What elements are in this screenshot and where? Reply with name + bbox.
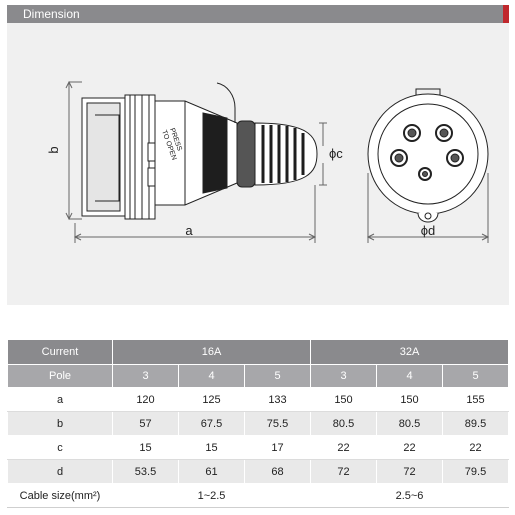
table-row: d 53.5 61 68 72 72 79.5: [7, 459, 509, 484]
table-cell: 150: [310, 387, 377, 412]
cable-size-label: Cable size(mm²): [7, 483, 113, 508]
row-label: a: [7, 387, 113, 412]
table-cell: 80.5: [376, 411, 443, 436]
table-cell: 53.5: [112, 459, 179, 484]
table-cell: 15: [112, 435, 179, 460]
row-label: c: [7, 435, 113, 460]
table-cell: 75.5: [244, 411, 311, 436]
table-cell: 79.5: [442, 459, 509, 484]
table-cell: 125: [178, 387, 245, 412]
label-b: b: [46, 146, 61, 153]
pole-cell: 4: [178, 364, 245, 388]
table-row: a 120 125 133 150 150 155: [7, 387, 509, 412]
cable-size-16a: 1~2.5: [112, 483, 311, 508]
dimension-drawing-panel: b a ϕc ϕd PRESS TO OPEN: [7, 23, 509, 305]
pole-row: Pole 3 4 5 3 4 5: [7, 364, 509, 388]
table-row: c 15 15 17 22 22 22: [7, 435, 509, 460]
table-cell: 68: [244, 459, 311, 484]
socket-key-top: [415, 88, 441, 95]
table-cell: 67.5: [178, 411, 245, 436]
table-cell: 17: [244, 435, 311, 460]
current-header: Current: [7, 339, 113, 365]
header-accent: [503, 5, 509, 23]
table-cell: 80.5: [310, 411, 377, 436]
table-cell: 61: [178, 459, 245, 484]
label-d: ϕd: [421, 223, 436, 238]
socket-face-inner: [377, 103, 479, 205]
pole-header: Pole: [7, 364, 113, 388]
pole-cell: 4: [376, 364, 443, 388]
table-cell: 72: [310, 459, 377, 484]
cable-size-32a: 2.5~6: [310, 483, 509, 508]
group-16a: 16A: [112, 339, 311, 365]
socket-key-hole: [424, 212, 432, 220]
socket-key-bottom: [417, 212, 439, 223]
pole-cell: 3: [310, 364, 377, 388]
gland-base: [236, 120, 256, 188]
cable-size-row: Cable size(mm²) 1~2.5 2.5~6: [7, 483, 509, 508]
table-cell: 150: [376, 387, 443, 412]
pole-cell: 5: [244, 364, 311, 388]
row-label: b: [7, 411, 113, 436]
dimension-table: Current 16A 32A Pole 3 4 5 3 4 5 a 120 1…: [7, 339, 509, 508]
table-cell: 133: [244, 387, 311, 412]
section-title: Dimension: [23, 7, 80, 21]
table-cell: 57: [112, 411, 179, 436]
plug-hook: [216, 82, 236, 123]
plug-grip: [202, 112, 228, 194]
row-label: d: [7, 459, 113, 484]
current-row: Current 16A 32A: [7, 339, 509, 365]
group-32a: 32A: [310, 339, 509, 365]
table-cell: 120: [112, 387, 179, 412]
table-cell: 22: [310, 435, 377, 460]
table-cell: 22: [376, 435, 443, 460]
section-header: Dimension: [7, 5, 509, 23]
pole-cell: 3: [112, 364, 179, 388]
plug-collar: [124, 94, 156, 220]
plug-recess: [95, 114, 120, 202]
table-cell: 89.5: [442, 411, 509, 436]
label-c: ϕc: [329, 146, 343, 161]
table-cell: 15: [178, 435, 245, 460]
table-cell: 155: [442, 387, 509, 412]
plug-end-cap-inner: [86, 102, 121, 212]
dimension-drawing: b a ϕc ϕd PRESS TO OPEN: [46, 80, 490, 243]
table-row: b 57 67.5 75.5 80.5 80.5 89.5: [7, 411, 509, 436]
table-cell: 22: [442, 435, 509, 460]
pole-cell: 5: [442, 364, 509, 388]
table-cell: 72: [376, 459, 443, 484]
label-a: a: [185, 223, 193, 238]
